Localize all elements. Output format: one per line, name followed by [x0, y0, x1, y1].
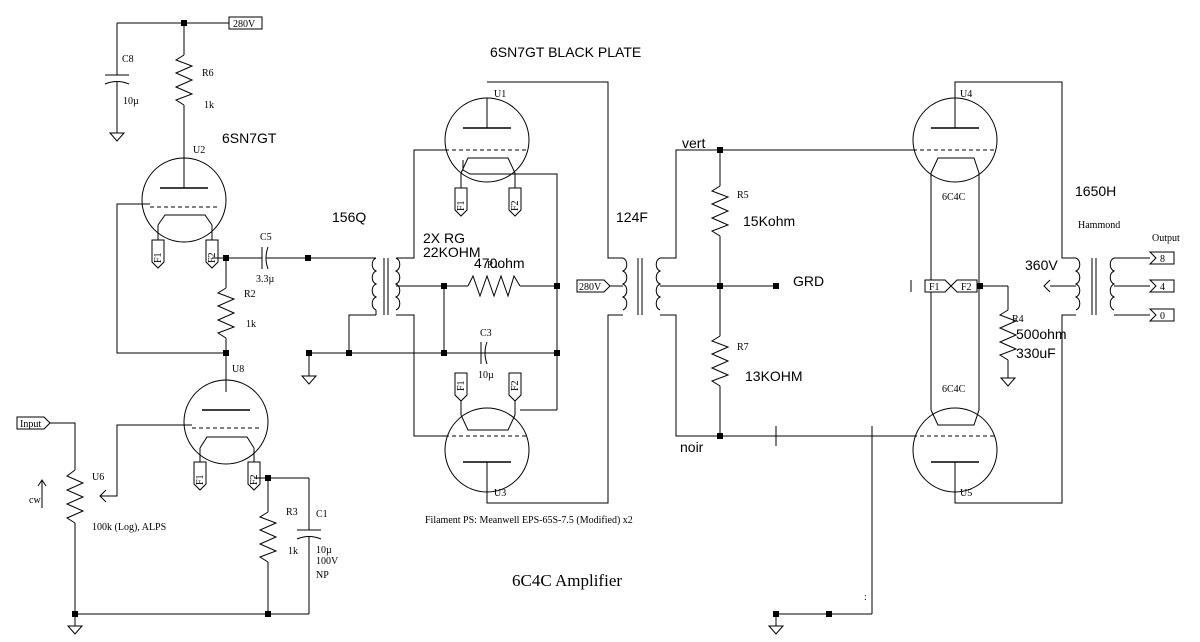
u4-type: 6C4C: [942, 192, 966, 203]
input-port: Input: [16, 416, 76, 470]
supply-label-top: 280V: [233, 19, 256, 30]
out-tap-0: 0: [1160, 311, 1165, 322]
u3-ref: U3: [494, 488, 506, 499]
xfmr-156q-label: 156Q: [332, 209, 366, 225]
capacitor-c5: C5 3.3µ: [212, 232, 352, 285]
tube-u5: U5 6C4C: [912, 314, 1076, 504]
r4-ref: R4: [1012, 314, 1024, 325]
resistor-r2: R2 1k: [216, 258, 256, 392]
u6-value: 100k (Log), ALPS: [92, 522, 166, 533]
r1-note-line1: 2X RG: [423, 230, 465, 246]
xfmr-maker: Hammond: [1078, 220, 1120, 231]
resistor-r4: R4 500ohm 330uF: [998, 286, 1067, 387]
u6-direction: cw: [29, 495, 41, 506]
r5-ref: R5: [737, 190, 749, 201]
resistor-r3: R3 1k: [254, 475, 309, 614]
u1-f1: F1: [456, 200, 467, 211]
potentiometer-u6: U6 100k (Log), ALPS cw: [29, 424, 192, 614]
c3-ref: C3: [480, 328, 492, 339]
u5-ref: U5: [960, 488, 972, 499]
u3-f2: F2: [510, 380, 521, 391]
xfmr-124f-label: 124F: [616, 209, 648, 225]
ground-node-grd: GRD: [717, 273, 824, 289]
r3-value: 1k: [288, 546, 298, 557]
u4-ref: U4: [960, 89, 972, 100]
transformer-124f: [621, 149, 776, 437]
out-tap-8: 8: [1160, 254, 1165, 265]
u6-ref: U6: [92, 472, 104, 483]
grd-label: GRD: [793, 273, 824, 289]
r6-value: 1k: [204, 100, 214, 111]
output-label: Output: [1152, 233, 1180, 244]
u8-ref: U8: [232, 364, 244, 375]
c3-value: 10µ: [478, 370, 494, 381]
tube-u8: F1 F2 U8: [183, 364, 269, 491]
resistor-r5: R5 15Kohm: [710, 147, 795, 286]
r7-value: 13KOHM: [745, 368, 803, 384]
c5-ref: C5: [260, 232, 272, 243]
r7-ref: R7: [737, 342, 749, 353]
capacitor-c1: C1 10µ 100V NP: [296, 478, 339, 614]
out-f1: F1: [929, 282, 940, 293]
u1-ref: U1: [494, 89, 506, 100]
c5-value: 3.3µ: [256, 274, 275, 285]
heading-driver: 6SN7GT BLACK PLATE: [490, 44, 641, 60]
supply-280v-mid: 280V: [576, 279, 623, 293]
c1-value-2: 100V: [316, 556, 339, 567]
u1-f2: F2: [510, 200, 521, 211]
supply-280v-top: 280V: [117, 16, 263, 30]
tube-u3: F1 F2 U3: [444, 314, 623, 504]
u8-f2: F2: [249, 474, 260, 485]
r6-ref: R6: [202, 68, 214, 79]
capacitor-c3: C3 10µ: [478, 328, 494, 381]
capacitor-c8: C8 10µ: [104, 23, 139, 142]
resistor-r7: R7 13KOHM: [710, 286, 803, 439]
u2-f1: F1: [153, 252, 164, 263]
r1-ref: R1: [487, 260, 499, 271]
wire-label-vert: vert: [682, 135, 705, 151]
resistor-r1: R1: [441, 260, 560, 353]
ground-rail-right: [767, 611, 872, 635]
c1-value-3: NP: [316, 570, 329, 581]
r2-ref: R2: [244, 289, 256, 300]
filament-note: Filament PS: Meanwell EPS-65S-7.5 (Modif…: [425, 515, 633, 526]
c8-ref: C8: [122, 54, 134, 65]
c1-ref: C1: [316, 509, 328, 520]
c1-value-1: 10µ: [316, 545, 332, 556]
schematic-title: 6C4C Amplifier: [512, 571, 622, 590]
tube-u1: F1 F2 U1: [444, 81, 623, 410]
cap-value: 330uF: [1016, 345, 1056, 361]
output-filament-pins: F1 F2: [910, 279, 1008, 293]
r5-value: 15Kohm: [743, 213, 795, 229]
u2-type: 6SN7GT: [222, 130, 277, 146]
transformer-1650h: [1043, 257, 1150, 316]
u3-f1: F1: [456, 380, 467, 391]
out-f2: F2: [961, 282, 972, 293]
u2-ref: U2: [193, 145, 205, 156]
transformer-156q: [348, 149, 445, 437]
tube-u2: F1 F2 U2 6SN7GT: [141, 130, 277, 269]
r3-ref: R3: [286, 507, 298, 518]
output-port: Output 8 4 0: [1148, 233, 1180, 322]
c8-value: 10µ: [123, 96, 139, 107]
supply-label-360v: 360V: [1025, 257, 1058, 273]
r2-value: 1k: [246, 319, 256, 330]
wire-label-noir: noir: [680, 439, 704, 455]
ground-rail-left: [66, 611, 309, 635]
xfmr-1650h-label: 1650H: [1075, 183, 1116, 199]
r4-value: 500ohm: [1016, 326, 1067, 342]
drop-mark: :: [864, 592, 867, 603]
u8-f1: F1: [195, 474, 206, 485]
u5-type: 6C4C: [942, 384, 966, 395]
r1-value-label: 470ohm: [474, 255, 525, 271]
input-label: Input: [20, 419, 41, 430]
tube-u4: U4 6C4C: [912, 81, 1076, 410]
r1-note-line2: 22KOHM: [423, 244, 481, 260]
out-tap-4: 4: [1160, 282, 1165, 293]
wire-feedback: [116, 203, 226, 354]
supply-label-mid: 280V: [579, 282, 602, 293]
